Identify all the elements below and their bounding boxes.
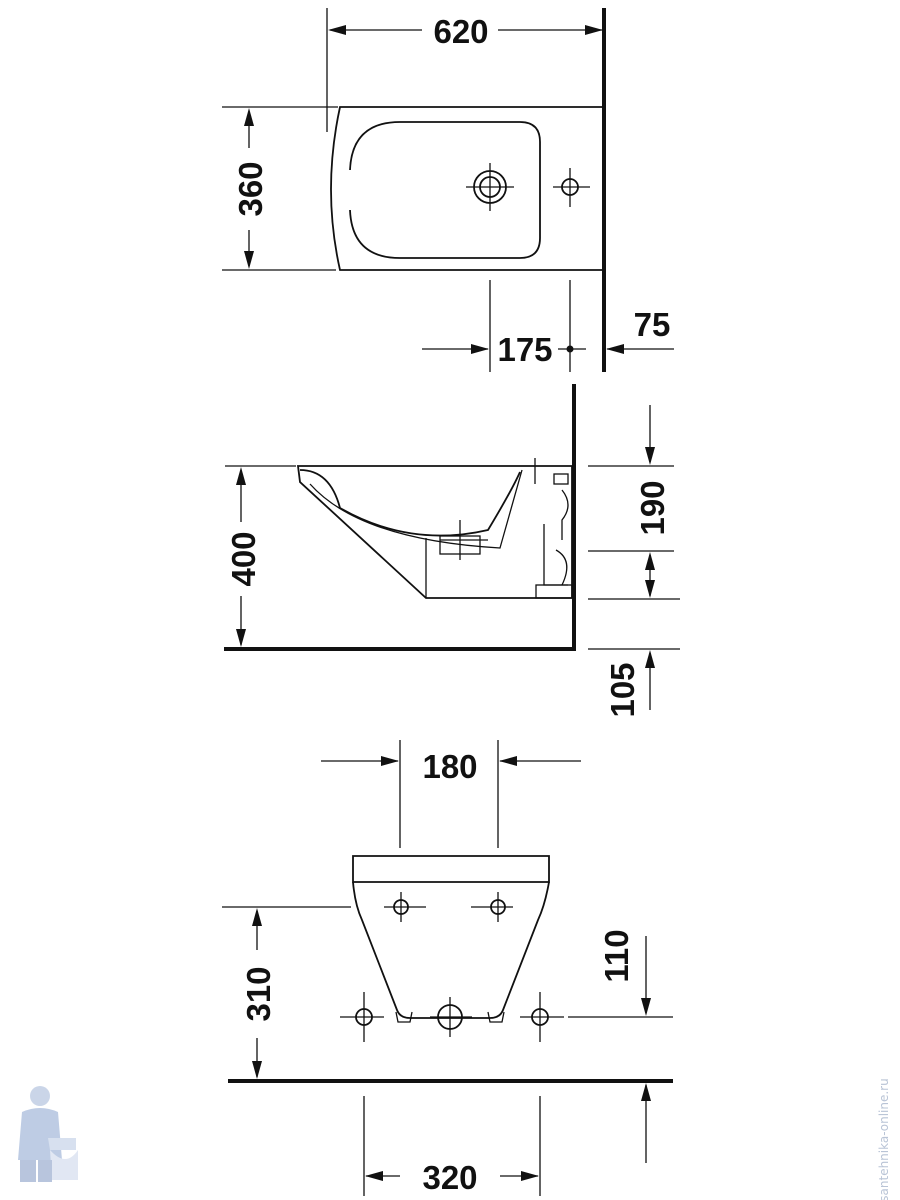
- dim-110-label: 110: [598, 929, 635, 982]
- dim-400-label: 400: [225, 531, 262, 586]
- dim-105-label: 105: [604, 662, 641, 717]
- bidet-outline-top: [330, 106, 604, 271]
- front-view: 180 310 110 320: [222, 740, 673, 1196]
- plumber-mascot-icon: [18, 1086, 78, 1182]
- floor-fixing-right-icon: [520, 992, 564, 1042]
- dim-175-label: 175: [497, 331, 552, 368]
- dim-75-label: 75: [634, 306, 671, 343]
- bidet-profile-side: [296, 465, 573, 599]
- drain-outlet-icon: [430, 997, 472, 1037]
- watermark-text: santehnika-online.ru: [877, 1078, 891, 1200]
- floor-fixing-left-icon: [340, 992, 384, 1042]
- side-view: 400 190 105: [224, 384, 680, 718]
- dim-310-label: 310: [240, 966, 277, 1021]
- top-view: 620 360 175 75: [222, 8, 674, 372]
- bowl-profile-side: [299, 469, 521, 537]
- bolt-hole-left-icon: [384, 892, 426, 922]
- fixing-hole-icon: [553, 168, 590, 207]
- tap-hole-icon: [466, 163, 514, 211]
- bidet-body-front: [352, 881, 550, 1019]
- bolt-hole-right-icon: [471, 892, 513, 922]
- dim-320-label: 320: [422, 1159, 477, 1196]
- dim-360-label: 360: [232, 161, 269, 216]
- dim-190-label: 190: [634, 480, 671, 535]
- dim-620-label: 620: [433, 13, 488, 50]
- bidet-rim-front: [352, 855, 550, 883]
- dim-180-label: 180: [422, 748, 477, 785]
- bowl-outline-top: [349, 121, 541, 259]
